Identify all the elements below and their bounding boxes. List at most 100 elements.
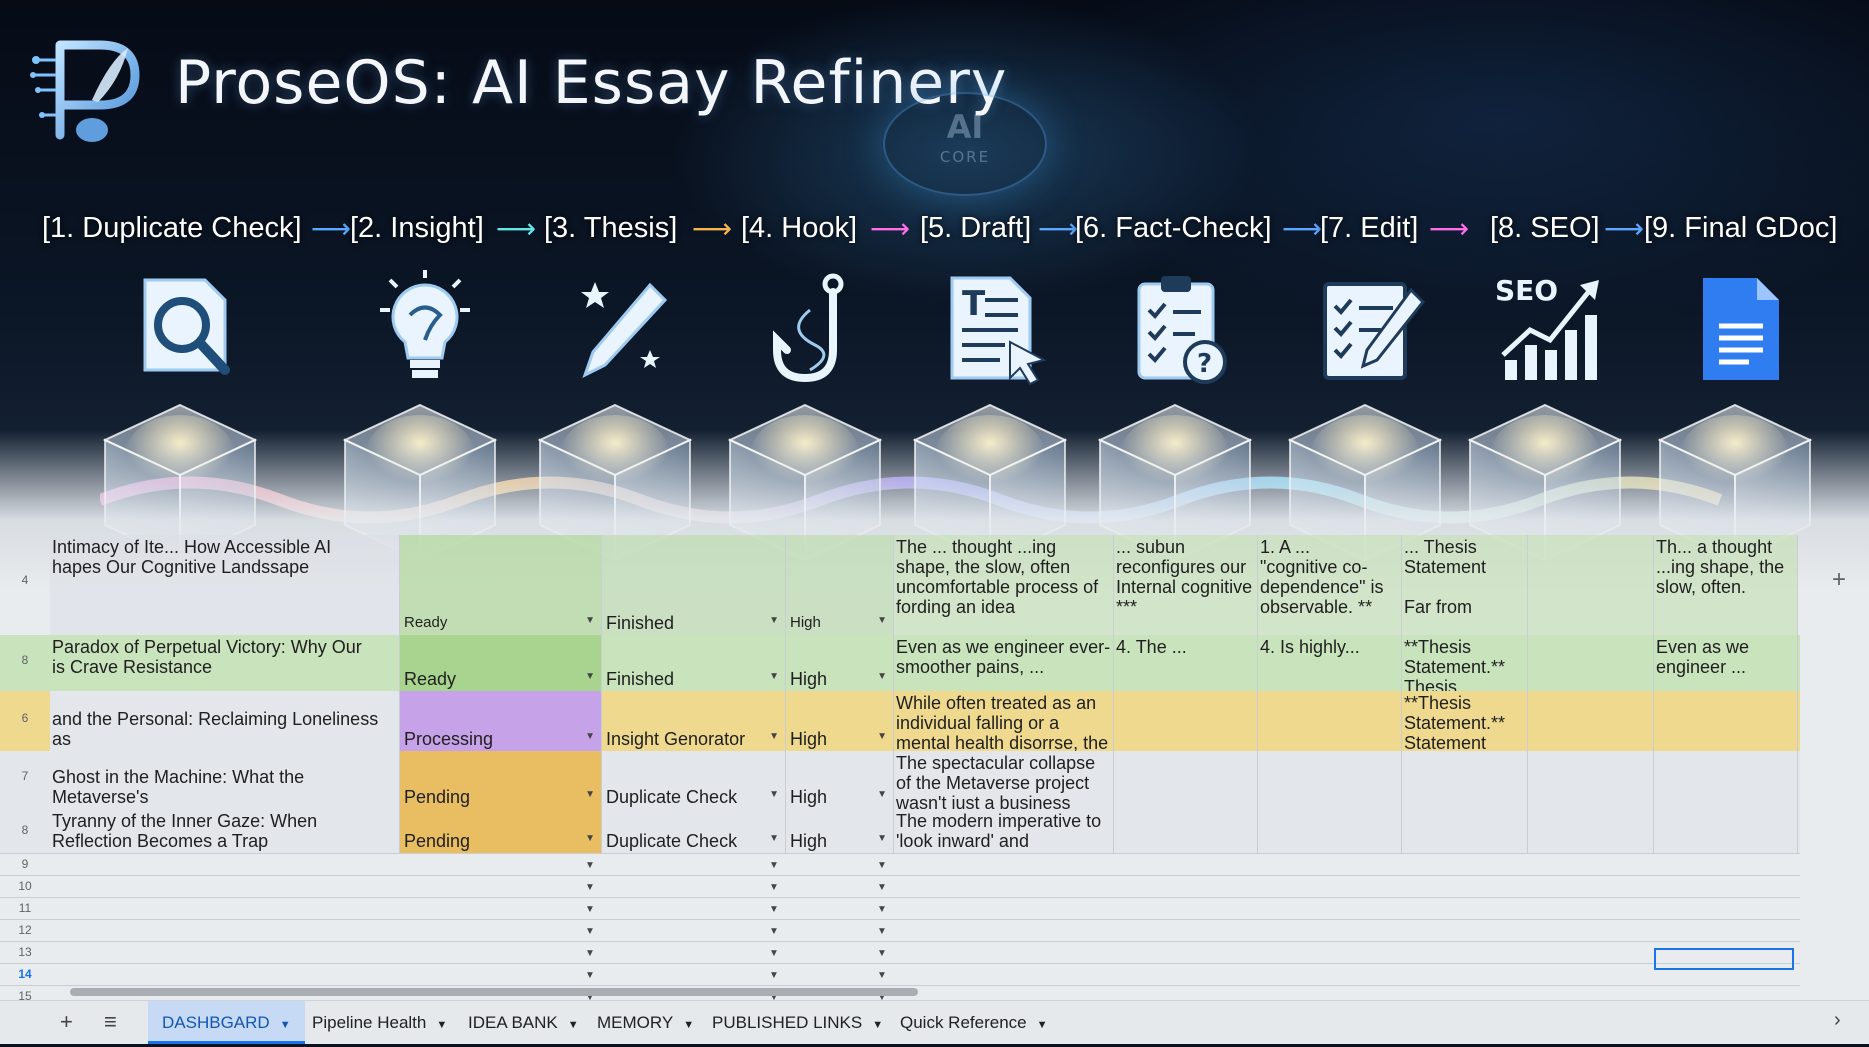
dropdown-arrow-icon[interactable]: ▼ (877, 882, 887, 893)
stage-cell[interactable]: Insight Genorator▼ (602, 691, 786, 751)
dropdown-arrow-icon[interactable]: ▼ (877, 904, 887, 915)
dropdown-arrow-icon[interactable]: ▼ (769, 860, 779, 871)
seo-cell[interactable]: **Thesis Statement.** Statement (1402, 691, 1528, 751)
essay-title-cell[interactable]: Tyranny of the Inner Gaze: When Reflecti… (50, 809, 400, 853)
dropdown-arrow-icon[interactable]: ▼ (877, 970, 887, 981)
dropdown-arrow-icon[interactable]: ▼ (585, 615, 595, 626)
dropdown-arrow-icon[interactable]: ▼ (769, 833, 779, 844)
empty-cell[interactable] (1528, 809, 1654, 853)
dropdown-arrow-icon[interactable]: ▼ (769, 731, 779, 742)
draft-cell[interactable]: The ... thought ...ing shape, the slow, … (894, 535, 1114, 635)
tab-memory[interactable]: MEMORY▼ (583, 1001, 708, 1044)
stage-cell[interactable]: Finished▼ (602, 535, 786, 635)
all-sheets-menu-icon[interactable]: ≡ (104, 1009, 117, 1034)
dropdown-arrow-icon[interactable]: ▼ (877, 671, 887, 682)
final-gdoc-cell[interactable] (1654, 751, 1798, 809)
essay-title-cell[interactable]: Ghost in the Machine: What the Metaverse… (50, 751, 400, 809)
fact-check-cell[interactable]: 4. The ... (1114, 635, 1258, 691)
fact-check-cell[interactable]: ... subun reconfigures our Internal cogn… (1114, 535, 1258, 635)
draft-cell[interactable]: Even as we engineer ever-smoother pains,… (894, 635, 1114, 691)
dropdown-arrow-icon[interactable]: ▼ (877, 992, 887, 1003)
draft-cell[interactable]: While often treated as an individual fal… (894, 691, 1114, 751)
status-cell[interactable]: Ready▼ (400, 635, 602, 691)
tab-quick-reference[interactable]: Quick Reference▼ (886, 1001, 1062, 1044)
dropdown-arrow-icon[interactable]: ▼ (769, 948, 779, 959)
final-gdoc-cell[interactable]: Even as we engineer ... (1654, 635, 1798, 691)
dropdown-arrow-icon[interactable]: ▼ (769, 970, 779, 981)
dropdown-arrow-icon[interactable]: ▼ (585, 882, 595, 893)
dropdown-arrow-icon[interactable]: ▼ (585, 789, 595, 800)
final-gdoc-cell[interactable] (1654, 691, 1798, 751)
dropdown-arrow-icon[interactable]: ▼ (769, 926, 779, 937)
chevron-right-icon[interactable]: › (1834, 1009, 1841, 1031)
dropdown-arrow-icon[interactable]: ▼ (877, 731, 887, 742)
edit-cell[interactable] (1258, 809, 1402, 853)
empty-cell[interactable] (1528, 635, 1654, 691)
dropdown-arrow-icon[interactable]: ▼ (585, 731, 595, 742)
dropdown-arrow-icon[interactable]: ▼ (585, 992, 595, 1003)
tab-idea-bank[interactable]: IDEA BANK▼ (454, 1001, 593, 1044)
stage-cell[interactable]: Finished▼ (602, 635, 786, 691)
final-gdoc-cell[interactable] (1654, 809, 1798, 853)
dropdown-arrow-icon[interactable]: ▼ (585, 904, 595, 915)
dropdown-arrow-icon[interactable]: ▼ (769, 904, 779, 915)
dropdown-arrow-icon[interactable]: ▼ (585, 671, 595, 682)
dropdown-arrow-icon[interactable]: ▼ (769, 992, 779, 1003)
tab-published-links[interactable]: PUBLISHED LINKS▼ (698, 1001, 897, 1044)
edit-cell[interactable]: 1. A ... "cognitive co-dependence" is ob… (1258, 535, 1402, 635)
dropdown-arrow-icon[interactable]: ▼ (877, 789, 887, 800)
empty-cell[interactable] (1528, 535, 1654, 635)
stage-cell[interactable]: Duplicate Check▼ (602, 809, 786, 853)
essay-title-cell[interactable]: Paradox of Perpetual Victory: Why Our is… (50, 635, 400, 691)
draft-cell[interactable]: The modern imperative to 'look inward' a… (894, 809, 1114, 853)
dropdown-arrow-icon[interactable]: ▼ (585, 926, 595, 937)
dropdown-arrow-icon[interactable]: ▼ (769, 789, 779, 800)
selected-cell[interactable] (1654, 948, 1794, 970)
status-cell[interactable]: Pending▼ (400, 751, 602, 809)
dropdown-arrow-icon[interactable]: ▼ (877, 948, 887, 959)
status-cell[interactable]: Pending▼ (400, 809, 602, 853)
seo-cell[interactable] (1402, 809, 1528, 853)
seo-cell[interactable] (1402, 751, 1528, 809)
edit-cell[interactable]: 4. Is highly... (1258, 635, 1402, 691)
fact-check-cell[interactable] (1114, 691, 1258, 751)
add-sheet-button[interactable]: + (60, 1009, 73, 1034)
essay-title-cell[interactable]: and the Personal: Reclaiming Loneliness … (50, 691, 400, 751)
add-column-button[interactable]: + (1832, 566, 1847, 593)
tab-pipeline-health[interactable]: Pipeline Health▼ (298, 1001, 461, 1044)
pipeline-step-draft: [5. Draft] (920, 212, 1032, 244)
edit-cell[interactable] (1258, 751, 1402, 809)
tab-label: PUBLISHED LINKS (712, 1013, 863, 1032)
edit-cell[interactable] (1258, 691, 1402, 751)
draft-cell[interactable]: The spectacular collapse of the Metavers… (894, 751, 1114, 809)
final-gdoc-cell[interactable]: Th... a thought ...ing shape, the slow, … (1654, 535, 1798, 635)
horizontal-scrollbar[interactable] (70, 988, 918, 996)
empty-cell[interactable] (1528, 751, 1654, 809)
dropdown-arrow-icon[interactable]: ▼ (769, 882, 779, 893)
fact-check-cell[interactable] (1114, 809, 1258, 853)
dropdown-arrow-icon[interactable]: ▼ (585, 970, 595, 981)
dropdown-arrow-icon[interactable]: ▼ (769, 615, 779, 626)
dropdown-arrow-icon[interactable]: ▼ (769, 671, 779, 682)
dropdown-arrow-icon[interactable]: ▼ (877, 926, 887, 937)
status-cell[interactable]: Ready▼ (400, 535, 602, 635)
priority-cell[interactable]: High▼ (786, 535, 894, 635)
dropdown-arrow-icon[interactable]: ▼ (585, 833, 595, 844)
priority-cell[interactable]: High▼ (786, 691, 894, 751)
dropdown-arrow-icon[interactable]: ▼ (585, 860, 595, 871)
empty-cell[interactable] (1528, 691, 1654, 751)
status-cell[interactable]: Processing▼ (400, 691, 602, 751)
essay-title-cell[interactable]: Intimacy of Ite... How Accessible AI hap… (50, 535, 400, 635)
dropdown-arrow-icon[interactable]: ▼ (585, 948, 595, 959)
fact-check-cell[interactable] (1114, 751, 1258, 809)
dropdown-arrow-icon[interactable]: ▼ (877, 833, 887, 844)
seo-cell[interactable]: **Thesis Statement.** Thesis (1402, 635, 1528, 691)
priority-cell[interactable]: High▼ (786, 809, 894, 853)
seo-cell[interactable]: ... Thesis Statement Far from (1402, 535, 1528, 635)
dropdown-arrow-icon[interactable]: ▼ (877, 860, 887, 871)
stage-cell[interactable]: Duplicate Check▼ (602, 751, 786, 809)
priority-cell[interactable]: High▼ (786, 751, 894, 809)
priority-cell[interactable]: High▼ (786, 635, 894, 691)
tab-dashboard[interactable]: DASHBGARD▼ (148, 1001, 305, 1044)
dropdown-arrow-icon[interactable]: ▼ (877, 615, 887, 626)
